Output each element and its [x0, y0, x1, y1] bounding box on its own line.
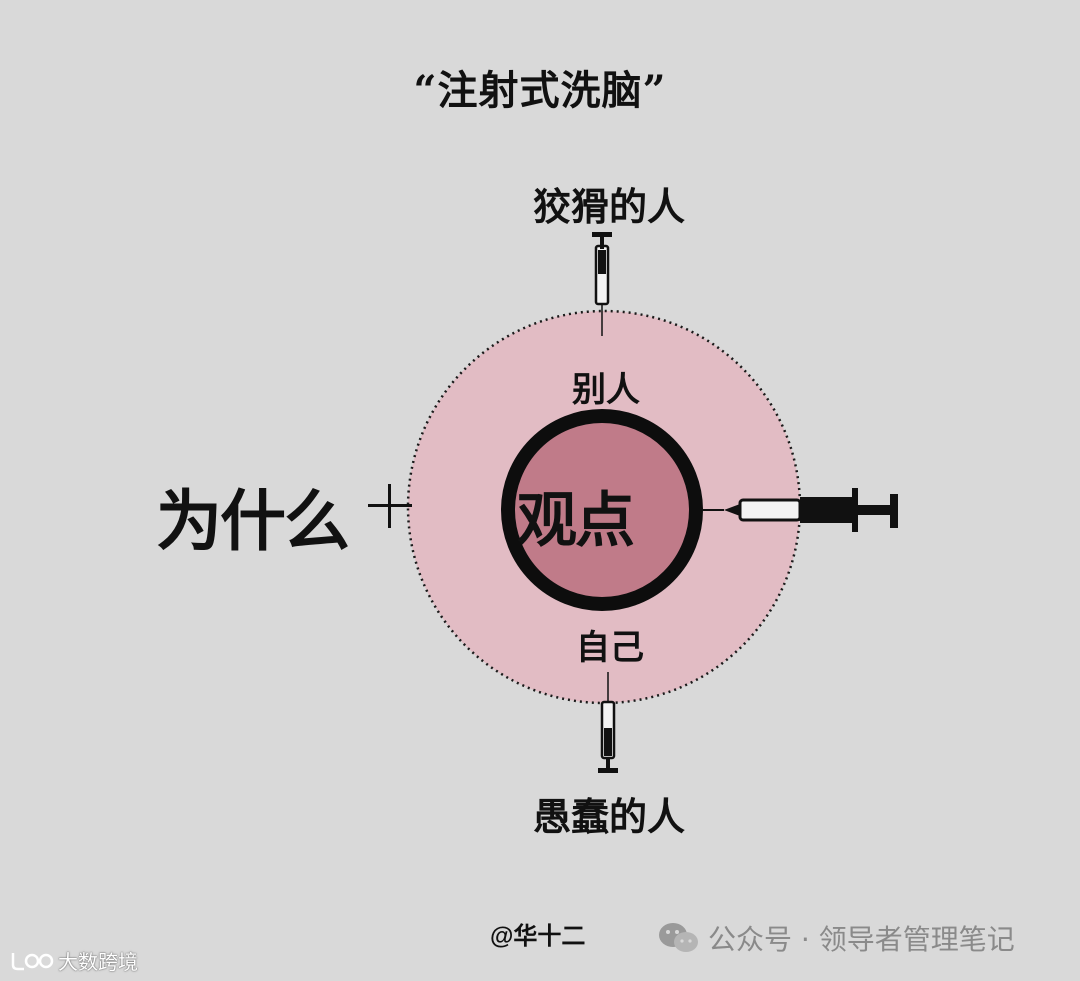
syringe-icon — [702, 488, 898, 532]
wechat-icon — [659, 923, 698, 952]
center-label: 观点 — [517, 486, 635, 556]
logo-icon — [11, 952, 54, 970]
watermark-left: 大数跨境 — [10, 946, 138, 975]
bottom-outer-label: 愚蠢的人 — [532, 794, 685, 839]
credit-label: @华十二 — [490, 923, 586, 950]
watermark-right-text: 公众号 · 领导者管理笔记 — [708, 923, 1015, 956]
syringe-icon — [598, 672, 618, 773]
inner-circle — [501, 409, 703, 611]
plus-icon — [368, 484, 412, 528]
top-outer-label: 狡猾的人 — [532, 184, 685, 229]
left-label: 为什么 — [156, 482, 350, 560]
watermark-right: 公众号 · 领导者管理笔记 — [658, 918, 1015, 958]
watermark-left-text: 大数跨境 — [58, 950, 138, 974]
inner-top-label: 别人 — [572, 370, 640, 410]
inner-bottom-label: 自己 — [576, 628, 644, 668]
syringe-icon — [592, 232, 612, 336]
page-title: “注射式洗脑” — [413, 67, 667, 114]
